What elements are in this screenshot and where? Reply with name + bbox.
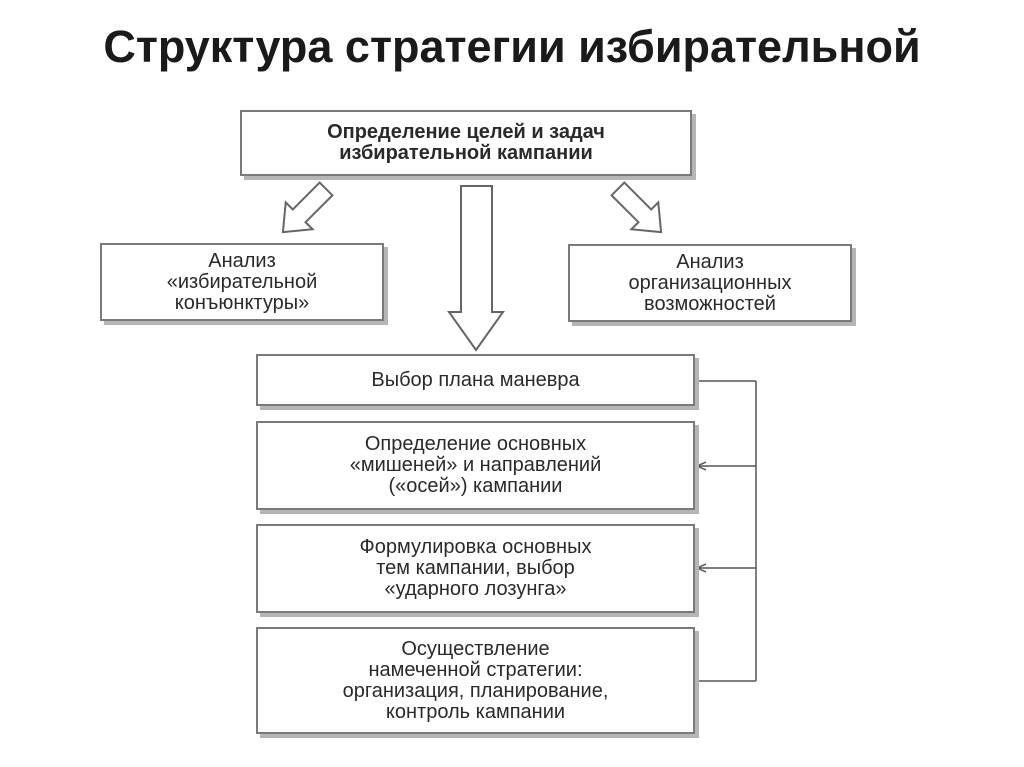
- box-execution-line: Осуществление: [401, 637, 550, 660]
- box-execution-line: контроль кампании: [385, 700, 566, 723]
- box-targets-line: Определение основных: [364, 433, 587, 455]
- box-targets: Определение основных «мишеней» и направл…: [256, 421, 695, 510]
- feedback-bracket: [695, 380, 757, 682]
- box-conjuncture-line: конъюнктуры»: [174, 291, 310, 314]
- box-goals: Определение целей и задач избирательной …: [240, 110, 692, 176]
- box-targets-line: («осей») кампании: [388, 475, 563, 497]
- box-resources-line: Анализ: [676, 250, 744, 273]
- arrow-to-plan: [447, 185, 505, 352]
- box-plan-line: Выбор плана маневра: [371, 368, 580, 391]
- box-goals-line: Определение целей и задач: [327, 121, 605, 143]
- box-targets-line: «мишеней» и направлений: [349, 454, 602, 476]
- box-conjuncture-line: Анализ: [208, 249, 276, 272]
- box-goals-line: избирательной кампании: [339, 142, 593, 164]
- box-plan: Выбор плана маневра: [256, 354, 695, 406]
- box-themes-line: «ударного лозунга»: [384, 578, 567, 600]
- box-execution-line: организация, планирование,: [342, 679, 609, 702]
- box-resources: Анализ организационных возможностей: [568, 244, 852, 322]
- box-execution: Осуществление намеченной стратегии: орга…: [256, 627, 695, 734]
- arrow-to-conjuncture: [281, 181, 334, 234]
- box-themes-line: тем кампании, выбор: [376, 557, 575, 579]
- box-resources-line: организационных: [628, 271, 792, 294]
- box-conjuncture: Анализ «избирательной конъюнктуры»: [100, 243, 384, 321]
- box-themes: Формулировка основных тем кампании, выбо…: [256, 524, 695, 613]
- box-resources-line: возможностей: [644, 292, 776, 315]
- box-themes-line: Формулировка основных: [359, 536, 592, 558]
- box-execution-line: намеченной стратегии:: [368, 658, 583, 681]
- box-conjuncture-line: «избирательной: [166, 270, 318, 293]
- arrow-to-resources: [610, 181, 663, 234]
- slide-title: Структура стратегии избирательной кампан…: [103, 21, 921, 104]
